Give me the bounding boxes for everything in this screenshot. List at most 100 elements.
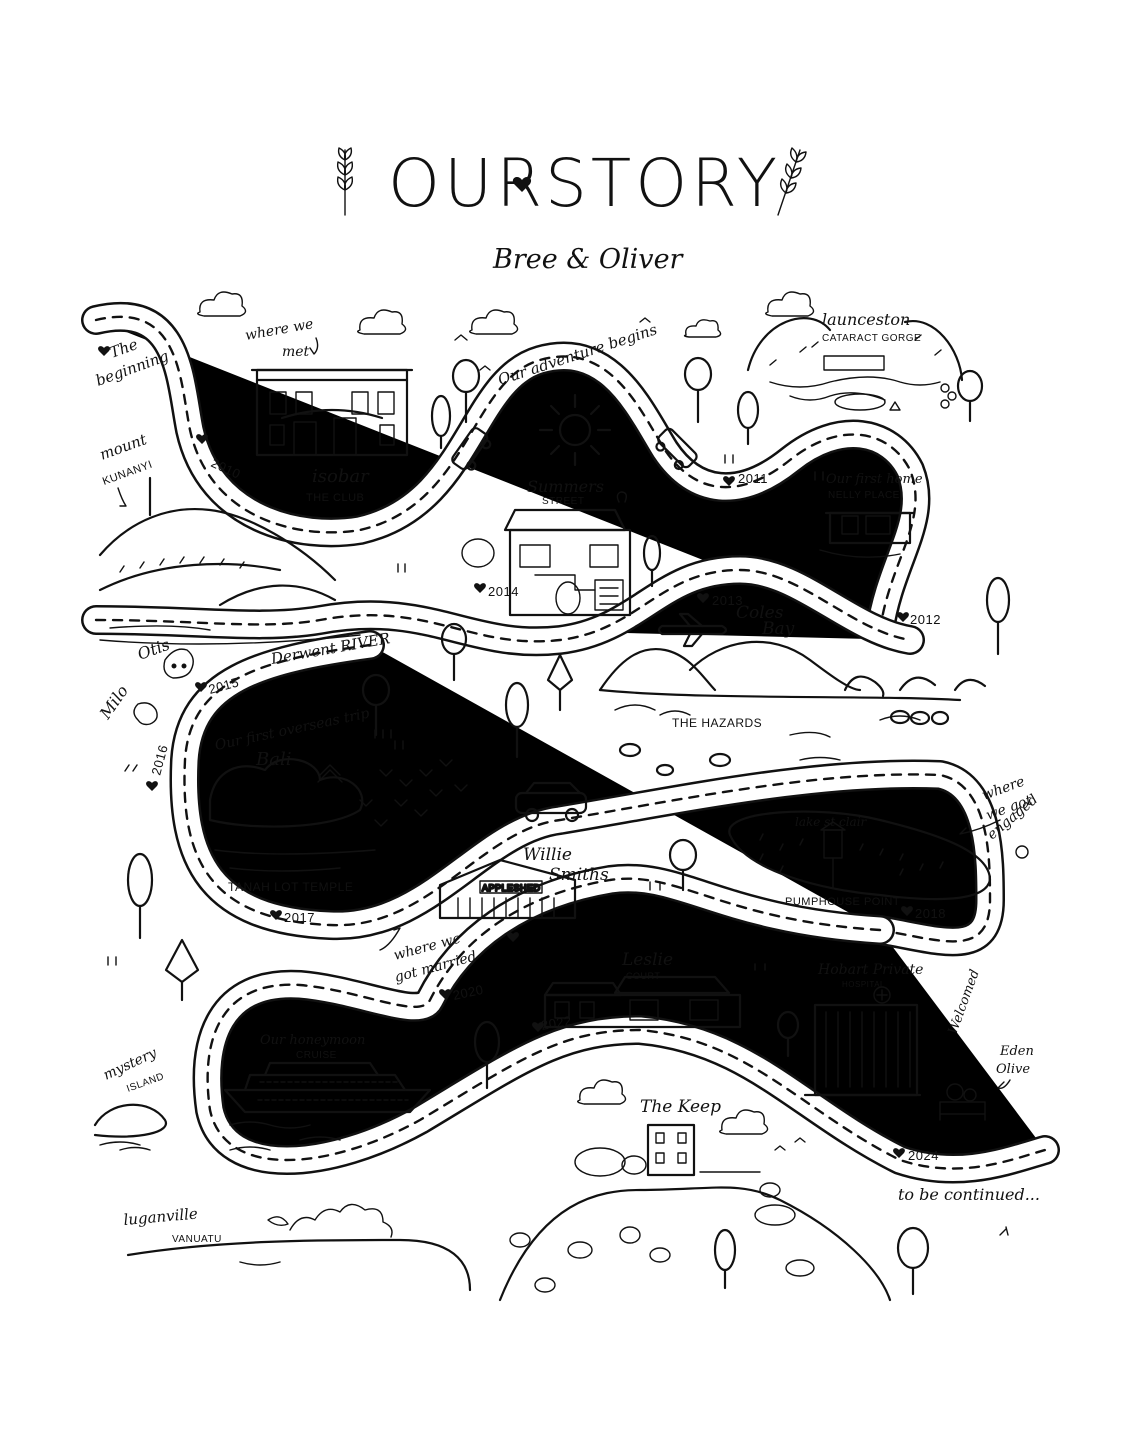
label-smiths: Smiths [549, 865, 609, 885]
hearts [98, 346, 913, 1158]
label-olive: Olive [996, 1062, 1030, 1077]
tree-icon [126, 852, 154, 940]
tree-icon [713, 1228, 737, 1290]
label-2024: 2024 [908, 1148, 939, 1163]
label-isobar: isobar [312, 466, 370, 487]
label-2018: 2018 [915, 906, 946, 921]
leslie-court-house [543, 975, 742, 1029]
heart-icon [195, 682, 207, 692]
label-tanah: TANAH LOT TEMPLE [228, 880, 353, 894]
tree-icon [504, 681, 530, 759]
heart-icon [697, 593, 709, 603]
heart-icon [439, 989, 451, 999]
clouds [197, 291, 815, 1151]
car-icon [451, 427, 492, 471]
label-2020: 2020 [452, 982, 485, 1003]
label-the-keep: The Keep [640, 1097, 721, 1117]
cloud-icon [469, 309, 519, 335]
trees [126, 356, 1011, 1296]
heart-icon [507, 932, 519, 942]
tree-icon [736, 390, 760, 446]
label-launceston: launceston [822, 310, 910, 329]
tree-icon [440, 622, 468, 682]
label-lake: lake st clair [795, 815, 868, 829]
label-first-home: Our first home [826, 472, 923, 487]
label-nelly: NELLY PLACE [828, 490, 900, 501]
tree-icon [430, 394, 452, 450]
grass-marks [107, 454, 1009, 1236]
label-2013: 2013 [712, 593, 743, 608]
tree-icon [451, 358, 481, 424]
label-pumphouse: PUMPHOUSE POINT [785, 896, 900, 908]
label-cruise: CRUISE [296, 1050, 337, 1061]
pointer-arrows [117, 337, 1011, 1090]
tree-icon [668, 838, 698, 892]
label-honeymoon: Our honeymoon [260, 1033, 365, 1048]
derwent-river [99, 625, 361, 645]
label-court: COURT [626, 971, 660, 981]
cloud-icon [683, 319, 722, 338]
tree-icon [361, 673, 391, 737]
label-where-we: where we [244, 316, 315, 344]
cloud-icon [577, 1079, 627, 1105]
bali-temple [208, 758, 376, 872]
label-vanuatu: VANUATU [172, 1234, 222, 1245]
label-2017: 2017 [284, 910, 315, 925]
heart-icon [146, 781, 158, 791]
label-milo: Milo [95, 682, 132, 723]
label-luganville: luganville [123, 1205, 199, 1229]
title-heart-icon [512, 177, 532, 192]
heart-icon [897, 612, 909, 622]
left-sprig-icon [336, 147, 354, 216]
tree-icon [985, 576, 1011, 656]
the-keep-building [574, 1123, 761, 1177]
label-hobart-private: Hobart Private [817, 962, 923, 978]
heart-icon [901, 906, 913, 916]
title-story: STORY [545, 145, 781, 222]
label-2012: 2012 [910, 612, 941, 627]
label-bali: Bali [255, 749, 291, 770]
label-street: STREET [542, 496, 584, 507]
tree-icon [776, 1010, 800, 1058]
label-met: met [282, 344, 310, 360]
label-mount: mount [97, 430, 150, 464]
label-hospital: HOSPITAL [842, 980, 885, 989]
cloud-icon [765, 291, 815, 317]
label-bay: Bay [761, 619, 795, 639]
cruise-ship [223, 1061, 432, 1151]
tree-icon [473, 1020, 501, 1090]
mystery-island [93, 1103, 168, 1151]
sun-icon [538, 393, 612, 467]
label-welcomed: Welcomed [946, 968, 983, 1037]
tree-icon [164, 938, 200, 1002]
title-block: OUR STORY Bree & Oliver [336, 145, 807, 275]
hospital-building [803, 986, 922, 1097]
tree-icon [642, 534, 662, 588]
baby-bed-icon [939, 1083, 986, 1121]
label-2016: 2016 [148, 743, 170, 777]
cloud-icon [197, 291, 247, 317]
heart-icon [196, 434, 208, 444]
label-summers: Summers [527, 477, 604, 496]
label-2011: 2011 [738, 471, 768, 486]
label-continued: to be continued... [898, 1185, 1040, 1204]
label-hazards: THE HAZARDS [672, 716, 762, 730]
isobar-building [250, 368, 414, 457]
label-kunanyi: KUNANYI [101, 459, 154, 488]
label-leslie: Leslie [621, 950, 673, 970]
label-eden: Eden [999, 1044, 1034, 1059]
appleshed-sign: APPLESHED [482, 883, 541, 893]
appleshed-building: APPLESHED [438, 858, 577, 920]
plane-icon [657, 612, 728, 648]
cloud-icon [719, 1109, 769, 1135]
tree-icon [683, 356, 713, 424]
label-otis: Otis [135, 635, 172, 664]
car-icon [655, 427, 698, 471]
mount-kunanyi [98, 476, 337, 607]
label-2022: 2022 [540, 1013, 573, 1033]
nelly-place-house [819, 511, 916, 558]
label-coles: Coles [736, 603, 784, 623]
heart-icon [474, 583, 486, 593]
heart-icon [270, 910, 282, 920]
